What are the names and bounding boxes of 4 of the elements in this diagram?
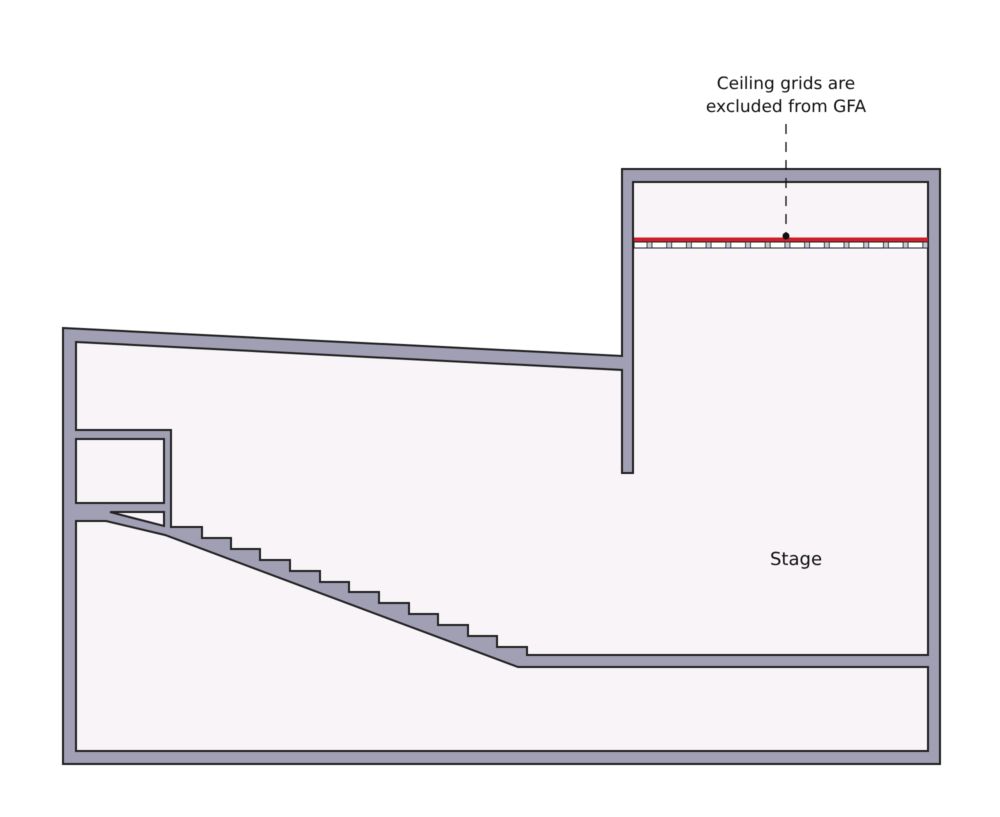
ceiling-grid: [634, 238, 928, 248]
leader-line: [782, 124, 790, 240]
callout-text: Ceiling grids are excluded from GFA: [686, 73, 886, 119]
room-label: Stage: [770, 548, 822, 571]
